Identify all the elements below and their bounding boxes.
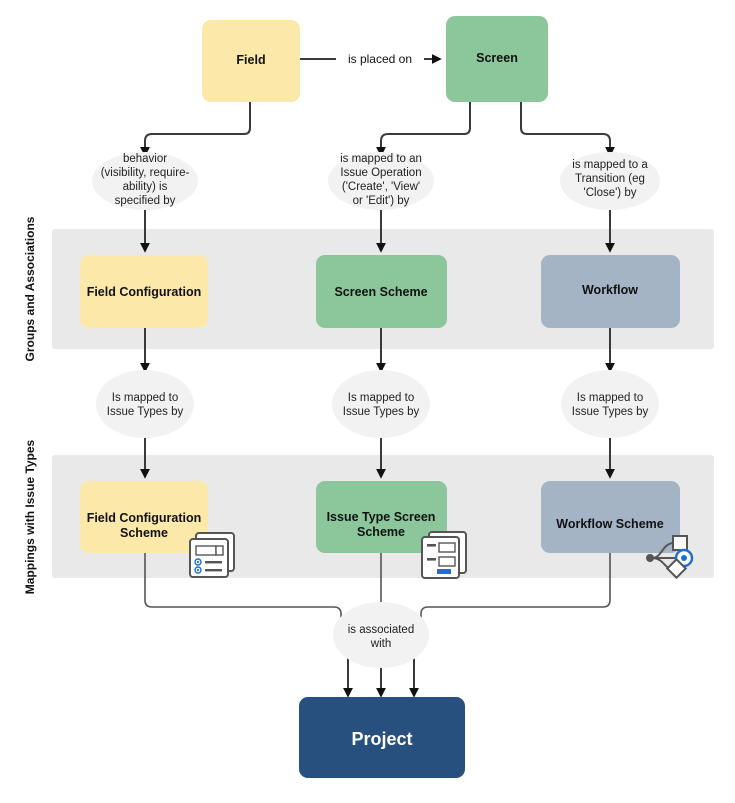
ellipse-line: Issue Types by: [107, 406, 184, 418]
ellipse-line: Issue Types by: [343, 406, 420, 418]
node-field-configuration-scheme-label-line2: Scheme: [120, 526, 168, 540]
ellipse-line: specified by: [115, 195, 176, 207]
node-workflow[interactable]: Workflow: [541, 255, 680, 328]
connector-field-configuration-scheme-to-associated: [144, 553, 342, 622]
ellipse-line: with: [370, 638, 391, 650]
connector-workflow-scheme-to-associated: [420, 553, 611, 622]
band-label-mappings-with-issue-types: Mappings with Issue Types: [23, 439, 37, 594]
ellipse-line: is mapped to an: [340, 153, 422, 165]
ellipse-line: Is mapped to: [348, 392, 414, 404]
ellipse-line: Is mapped to: [577, 392, 643, 404]
node-workflow-scheme-label: Workflow Scheme: [556, 517, 663, 531]
connector-screen-to-transition: [520, 102, 615, 157]
ellipse-line: Transition (eg: [575, 173, 645, 185]
ellipse-line: Is mapped to: [112, 392, 178, 404]
ellipse-line: Issue Types by: [572, 406, 649, 418]
node-project-label: Project: [351, 729, 412, 749]
edge-label-is-placed-on: is placed on: [336, 50, 424, 68]
node-workflow-label: Workflow: [582, 283, 638, 297]
node-project[interactable]: Project: [299, 697, 465, 778]
ellipse-is-associated-with: is associated with: [333, 602, 429, 668]
node-field-configuration-scheme-label-line1: Field Configuration: [87, 511, 202, 525]
edge-label-is-placed-on-text: is placed on: [348, 52, 412, 66]
node-screen[interactable]: Screen: [446, 16, 548, 102]
ellipse-mapped-issue-types-left: Is mapped to Issue Types by: [96, 370, 194, 438]
ellipse-line: is mapped to a: [572, 159, 648, 171]
screen-document-icon: [421, 531, 467, 579]
workflow-nodes-icon: [646, 535, 694, 580]
node-screen-label: Screen: [476, 51, 518, 65]
ellipse-behavior-specified-by: behavior (visibility, require- ability) …: [92, 152, 198, 210]
ellipse-mapped-issue-operation: is mapped to an Issue Operation ('Create…: [328, 152, 434, 210]
band-label-groups-and-associations: Groups and Associations: [23, 216, 37, 361]
ellipse-line: is associated: [348, 624, 414, 636]
ellipse-mapped-issue-types-middle: Is mapped to Issue Types by: [332, 370, 430, 438]
ellipse-line: or 'Edit') by: [353, 195, 410, 207]
ellipse-line: 'Close') by: [584, 187, 637, 199]
node-issue-type-screen-scheme-label-line2: Scheme: [357, 525, 405, 539]
node-issue-type-screen-scheme-label-line1: Issue Type Screen: [327, 510, 436, 524]
node-screen-scheme[interactable]: Screen Scheme: [316, 255, 447, 328]
ellipse-mapped-transition: is mapped to a Transition (eg 'Close') b…: [560, 152, 660, 210]
ellipse-mapped-issue-types-right: Is mapped to Issue Types by: [561, 370, 659, 438]
node-field-configuration-label: Field Configuration: [87, 285, 202, 299]
node-field-label: Field: [236, 53, 265, 67]
ellipse-line: (visibility, require-: [101, 167, 190, 179]
ellipse-line: behavior: [123, 153, 167, 165]
node-workflow-scheme[interactable]: Workflow Scheme: [541, 481, 680, 553]
connector-field-to-behavior: [140, 102, 251, 157]
ellipse-line: ('Create', 'View': [342, 181, 420, 193]
ellipse-line: ability) is: [123, 181, 168, 193]
node-field[interactable]: Field: [202, 20, 300, 102]
ellipse-line: Issue Operation: [340, 167, 421, 179]
connector-screen-to-issue-operation: [376, 102, 471, 157]
node-issue-type-screen-scheme[interactable]: Issue Type Screen Scheme: [316, 481, 447, 553]
node-field-configuration[interactable]: Field Configuration: [80, 255, 208, 328]
node-field-configuration-scheme[interactable]: Field Configuration Scheme: [80, 481, 208, 553]
form-document-icon: [189, 532, 235, 578]
node-screen-scheme-label: Screen Scheme: [334, 285, 427, 299]
